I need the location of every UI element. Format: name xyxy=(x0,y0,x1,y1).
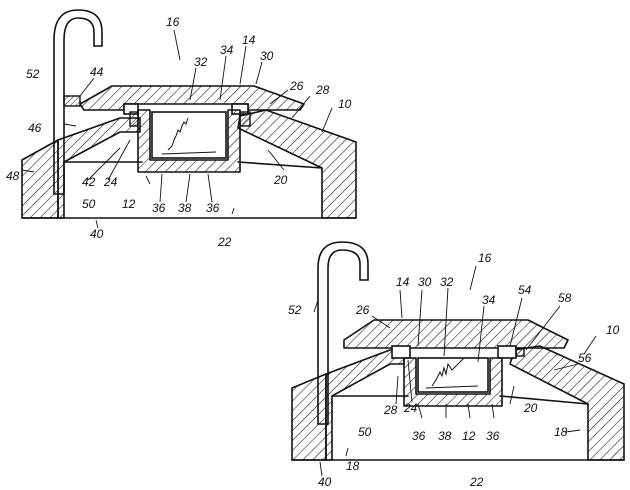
upper-pipe xyxy=(53,9,103,195)
upper-seal-left xyxy=(129,111,139,127)
lower-label: 56 xyxy=(578,351,592,365)
lower-label: 28 xyxy=(383,403,398,417)
lower-pipe-inner xyxy=(327,249,361,425)
lower-label: 18 xyxy=(554,425,568,439)
lower-lid xyxy=(343,319,569,349)
upper-label: 50 xyxy=(82,197,96,211)
upper-figure: 16 14 30 26 28 32 34 44 52 46 42 24 10 2… xyxy=(6,9,357,249)
lower-label: 34 xyxy=(482,293,496,307)
upper-label: 48 xyxy=(6,169,20,183)
upper-label: 28 xyxy=(315,83,330,97)
upper-label: 42 xyxy=(82,175,96,189)
upper-cup-window xyxy=(151,111,227,159)
upper-label: 14 xyxy=(242,33,256,47)
lower-label: 58 xyxy=(558,291,572,305)
lower-cup xyxy=(403,357,503,407)
lower-label: 12 xyxy=(462,429,476,443)
upper-housing-right-wall xyxy=(237,109,357,219)
lower-label: 14 xyxy=(396,275,410,289)
lower-pipe xyxy=(317,241,369,425)
upper-label: 22 xyxy=(217,235,232,249)
upper-leader-lines xyxy=(21,29,333,229)
upper-label: 10 xyxy=(338,97,352,111)
lower-label: 24 xyxy=(403,401,418,415)
upper-label: 46 xyxy=(28,121,42,135)
upper-label: 36 xyxy=(206,201,220,215)
lower-label: 54 xyxy=(518,283,532,297)
lower-label: 18 xyxy=(346,459,360,473)
upper-label: 26 xyxy=(289,79,304,93)
lower-label: 38 xyxy=(438,429,452,443)
lower-leader-lines xyxy=(313,265,597,477)
lower-fluid-base xyxy=(425,385,479,389)
upper-label: 12 xyxy=(122,197,136,211)
lower-seal-right-inner xyxy=(515,347,525,357)
lower-seal-left xyxy=(391,345,411,359)
lower-label: 50 xyxy=(358,425,372,439)
lower-label: 36 xyxy=(412,429,426,443)
upper-label: 16 xyxy=(166,15,180,29)
lower-chamber-outline xyxy=(331,395,589,405)
lower-label: 10 xyxy=(606,323,620,337)
upper-label: 36 xyxy=(152,201,166,215)
upper-pipe-collar xyxy=(63,95,81,107)
upper-pipe-inner xyxy=(63,17,95,195)
upper-fluid-line xyxy=(167,117,189,151)
upper-fluid-base xyxy=(161,151,217,155)
lower-label: 52 xyxy=(288,303,302,317)
lower-figure: 16 14 30 32 34 54 58 10 56 26 52 28 24 2… xyxy=(288,241,625,489)
lower-label: 30 xyxy=(418,275,432,289)
lower-label: 26 xyxy=(355,303,370,317)
upper-label: 40 xyxy=(90,227,104,241)
upper-label: 34 xyxy=(220,43,234,57)
lower-seal-right xyxy=(497,345,517,359)
lower-label: 40 xyxy=(318,475,332,489)
lower-label: 22 xyxy=(469,475,484,489)
upper-label: 32 xyxy=(194,55,208,69)
upper-label: 20 xyxy=(273,173,288,187)
upper-seal-right xyxy=(239,111,251,127)
upper-label: 52 xyxy=(26,67,40,81)
lower-housing-left-wall xyxy=(291,373,327,461)
lower-label: 20 xyxy=(523,401,538,415)
upper-label: 38 xyxy=(178,201,192,215)
lower-label: 16 xyxy=(478,251,492,265)
upper-label: 24 xyxy=(103,175,118,189)
upper-label: 30 xyxy=(260,49,274,63)
upper-cup xyxy=(137,109,241,173)
lower-label: 36 xyxy=(486,429,500,443)
upper-label: 44 xyxy=(90,65,104,79)
upper-housing-left-wall xyxy=(21,139,59,219)
lower-fluid-line xyxy=(431,357,465,387)
lower-label: 32 xyxy=(440,275,454,289)
